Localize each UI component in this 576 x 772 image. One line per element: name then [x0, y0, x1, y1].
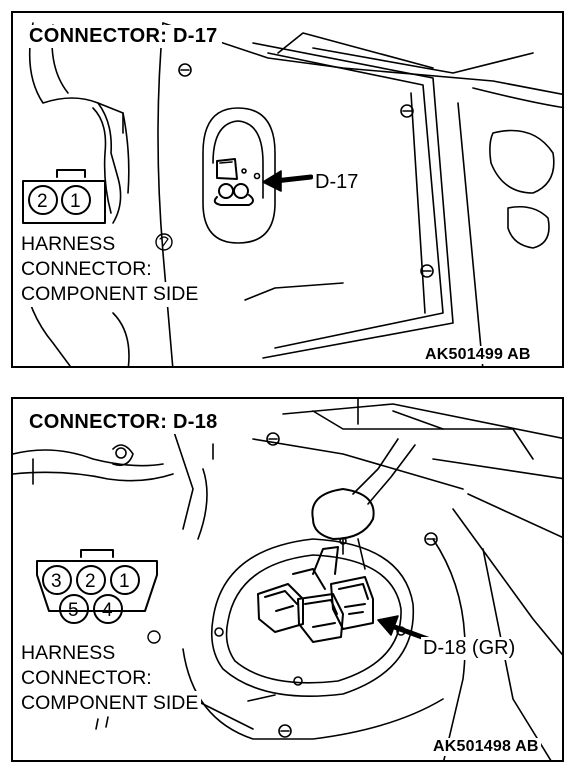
connector-d18-panel: 3 2 1 5 4 CONNECTOR: D-18 D-18 (GR) HARN…	[11, 397, 564, 762]
harness-line: HARNESS	[21, 641, 119, 666]
d18-pin-4: 4	[102, 600, 113, 621]
d18-harness-label: HARNESS CONNECTOR: COMPONENT SIDE	[21, 641, 202, 716]
connector-d18-title: CONNECTOR: D-18	[27, 411, 222, 434]
connector-d17-panel: 2 1 CONNECTOR: D-17 D-17 HARNESS CONNECT…	[11, 11, 564, 368]
d17-vehicle-floor-illustration: 2 1	[22, 22, 562, 366]
d17-figure-code: AK501499 AB	[423, 346, 533, 364]
connector-d17-title: CONNECTOR: D-17	[27, 25, 222, 48]
d18-callout-label: D-18 (GR)	[421, 637, 518, 660]
d18-pin-5: 5	[68, 600, 79, 621]
d18-pin-3: 3	[51, 571, 62, 592]
d18-fuel-pump-illustration: 3 2 1 5 4	[13, 399, 562, 760]
d18-pin-1: 1	[119, 571, 130, 592]
d18-figure-code: AK501498 AB	[431, 738, 541, 756]
harness-line: HARNESS	[21, 232, 119, 257]
harness-line: CONNECTOR:	[21, 666, 155, 691]
harness-line: CONNECTOR:	[21, 257, 155, 282]
d17-harness-label: HARNESS CONNECTOR: COMPONENT SIDE	[21, 232, 202, 307]
d17-callout-label: D-17	[313, 171, 361, 194]
d17-pin-1: 1	[70, 191, 81, 212]
harness-line: COMPONENT SIDE	[21, 691, 202, 716]
harness-line: COMPONENT SIDE	[21, 282, 202, 307]
d18-pin-2: 2	[85, 571, 96, 592]
d17-pin-2: 2	[37, 191, 48, 212]
